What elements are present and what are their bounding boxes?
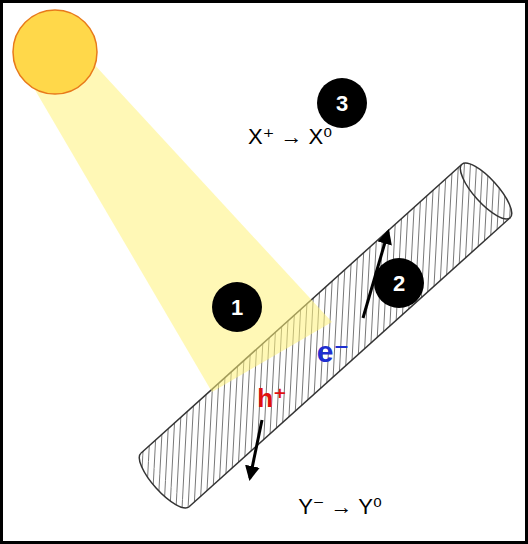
hole-label: h⁺ bbox=[257, 385, 287, 411]
callout-circle bbox=[374, 258, 424, 308]
callout-circle bbox=[212, 282, 262, 332]
electron-label: e⁻ bbox=[317, 337, 350, 367]
hole-arrow bbox=[250, 420, 262, 478]
light-beam bbox=[28, 62, 332, 392]
oxidation-equation: Y⁻ → Y⁰ bbox=[298, 496, 382, 518]
electron-arrow bbox=[363, 232, 388, 318]
callout-number: 1 bbox=[231, 297, 243, 319]
callout-circle bbox=[317, 78, 367, 128]
callout-number: 3 bbox=[336, 93, 348, 115]
sun bbox=[13, 10, 97, 94]
reduction-equation: X⁺ → X⁰ bbox=[248, 126, 332, 148]
callout-number: 2 bbox=[393, 273, 405, 295]
